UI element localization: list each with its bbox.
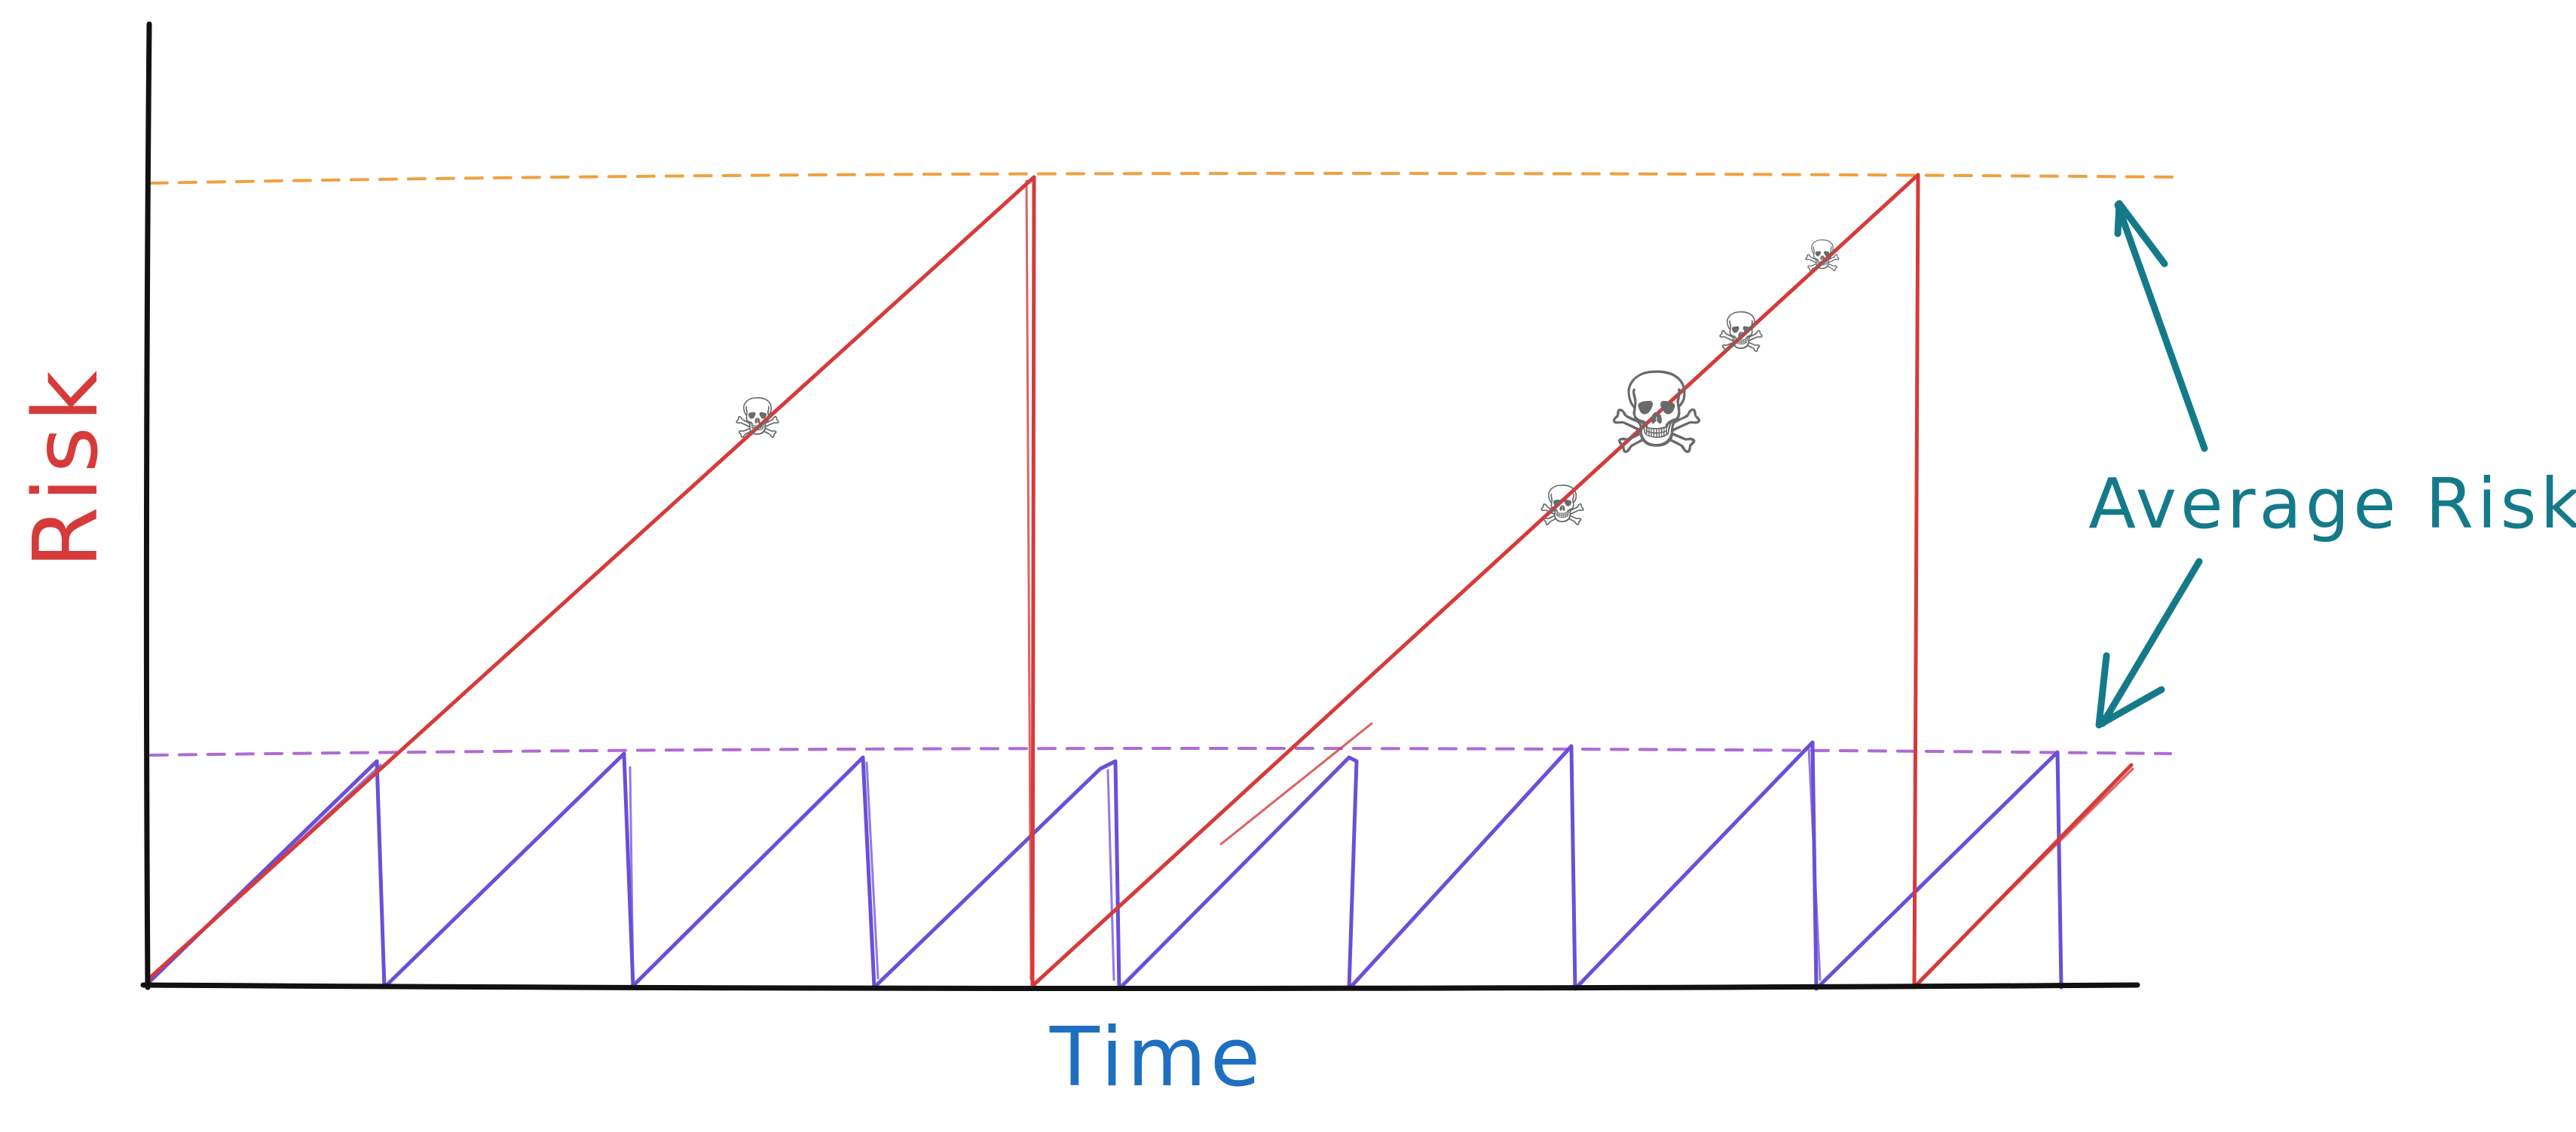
arrow-up-to-high-average: [2114, 201, 2208, 452]
red-cycle-1: [145, 175, 1036, 988]
skull-icon-small-2: ☠: [1537, 474, 1587, 539]
purple-cycle-5: [1117, 755, 1359, 991]
purple-cycle-6: [1347, 744, 1577, 991]
annotation-arrows: [2095, 200, 2208, 729]
purple-cycle-8: [1814, 750, 2064, 991]
low-average-risk-line: [149, 746, 2172, 757]
purple-cycle-3: [631, 755, 877, 990]
average-risk-annotation: Average Risk: [2088, 464, 2576, 544]
skull-icon-small-3: ☠: [1716, 301, 1766, 366]
arrow-down-to-low-average: [2099, 558, 2203, 727]
infrequent-deploy-risk-series: [145, 173, 2134, 990]
x-axis: [140, 982, 2140, 991]
high-average-risk-line: [149, 172, 2180, 185]
frequent-deploy-risk-series: [145, 740, 2064, 991]
skull-icon-small-1: ☠: [733, 387, 782, 451]
arrow-down-head: [2095, 652, 2165, 729]
skull-icon-large: ☠: [1606, 349, 1707, 480]
red-sketch-overlay: [1025, 179, 2134, 981]
skull-icon-small-4: ☠: [1803, 231, 1842, 282]
y-axis-label: Risk: [14, 366, 118, 569]
purple-cycle-7: [1573, 740, 1819, 991]
y-axis: [143, 21, 152, 990]
arrow-up-head: [2114, 200, 2168, 268]
purple-cycle-4: [872, 759, 1121, 991]
red-cycle-2: [1030, 173, 1920, 990]
purple-sketch-overlay: [149, 746, 1822, 981]
x-axis-label: Time: [1049, 1011, 1264, 1105]
purple-cycle-2: [382, 751, 635, 990]
